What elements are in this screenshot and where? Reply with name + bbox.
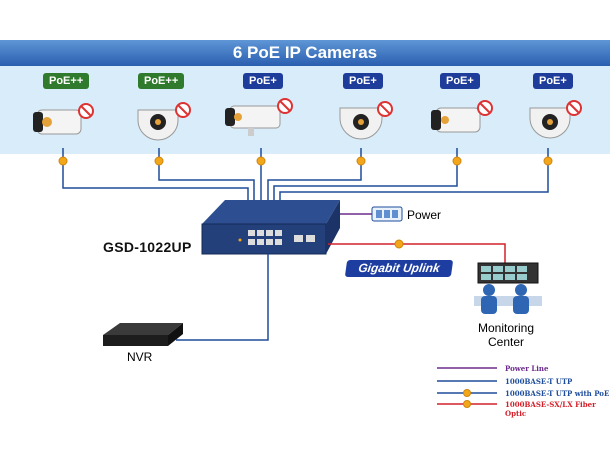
camera-4-dome-camera-icon: [339, 101, 393, 140]
legend-utp-poe: 1000BASE-T UTP with PoE: [505, 389, 610, 398]
camera-3-bullet-camera-icon: [225, 98, 293, 136]
network-switch-icon: [201, 200, 340, 255]
fiber-uplink-line: [328, 243, 506, 270]
camera-1-poe-badge: PoE++: [43, 73, 90, 89]
camera-1-bullet-camera-icon: [33, 103, 94, 135]
camera-5-poe-badge: PoE+: [440, 73, 480, 89]
banner-title: 6 PoE IP Cameras: [0, 40, 610, 66]
nvr-label: NVR: [127, 350, 153, 364]
camera-6-poe-badge: PoE+: [533, 73, 573, 89]
legend-fiber: 1000BASE-SX/LX Fiber Optic: [505, 400, 596, 418]
camera-2-poe-badge: PoE++: [138, 73, 185, 89]
monitoring-center-icon: [474, 262, 542, 314]
fiber-marker: [394, 239, 404, 249]
switch-model-label: GSD-1022UP: [103, 239, 192, 255]
camera-5-bullet-camera-icon: [431, 100, 493, 133]
power-strip-icon: [371, 206, 403, 222]
camera-3-poe-badge: PoE+: [243, 73, 283, 89]
gigabit-uplink-badge: Gigabit Uplink: [344, 260, 454, 277]
camera-2-dome-camera-icon: [137, 102, 191, 141]
legend-utp: 1000BASE-T UTP: [505, 377, 573, 386]
camera-4-poe-badge: PoE+: [343, 73, 383, 89]
nvr-icon: [103, 323, 183, 346]
monitoring-center-label-line2: Center: [488, 335, 525, 349]
poe-markers: [58, 156, 553, 166]
legend-lines: [437, 367, 497, 408]
nvr-cable-line: [176, 254, 269, 341]
monitoring-center-label-line1: Monitoring: [478, 321, 535, 335]
poe-cable-lines: [62, 148, 549, 200]
legend-power-line: Power Line: [505, 364, 549, 373]
power-label: Power: [407, 208, 442, 222]
camera-6-dome-camera-icon: [529, 100, 582, 139]
